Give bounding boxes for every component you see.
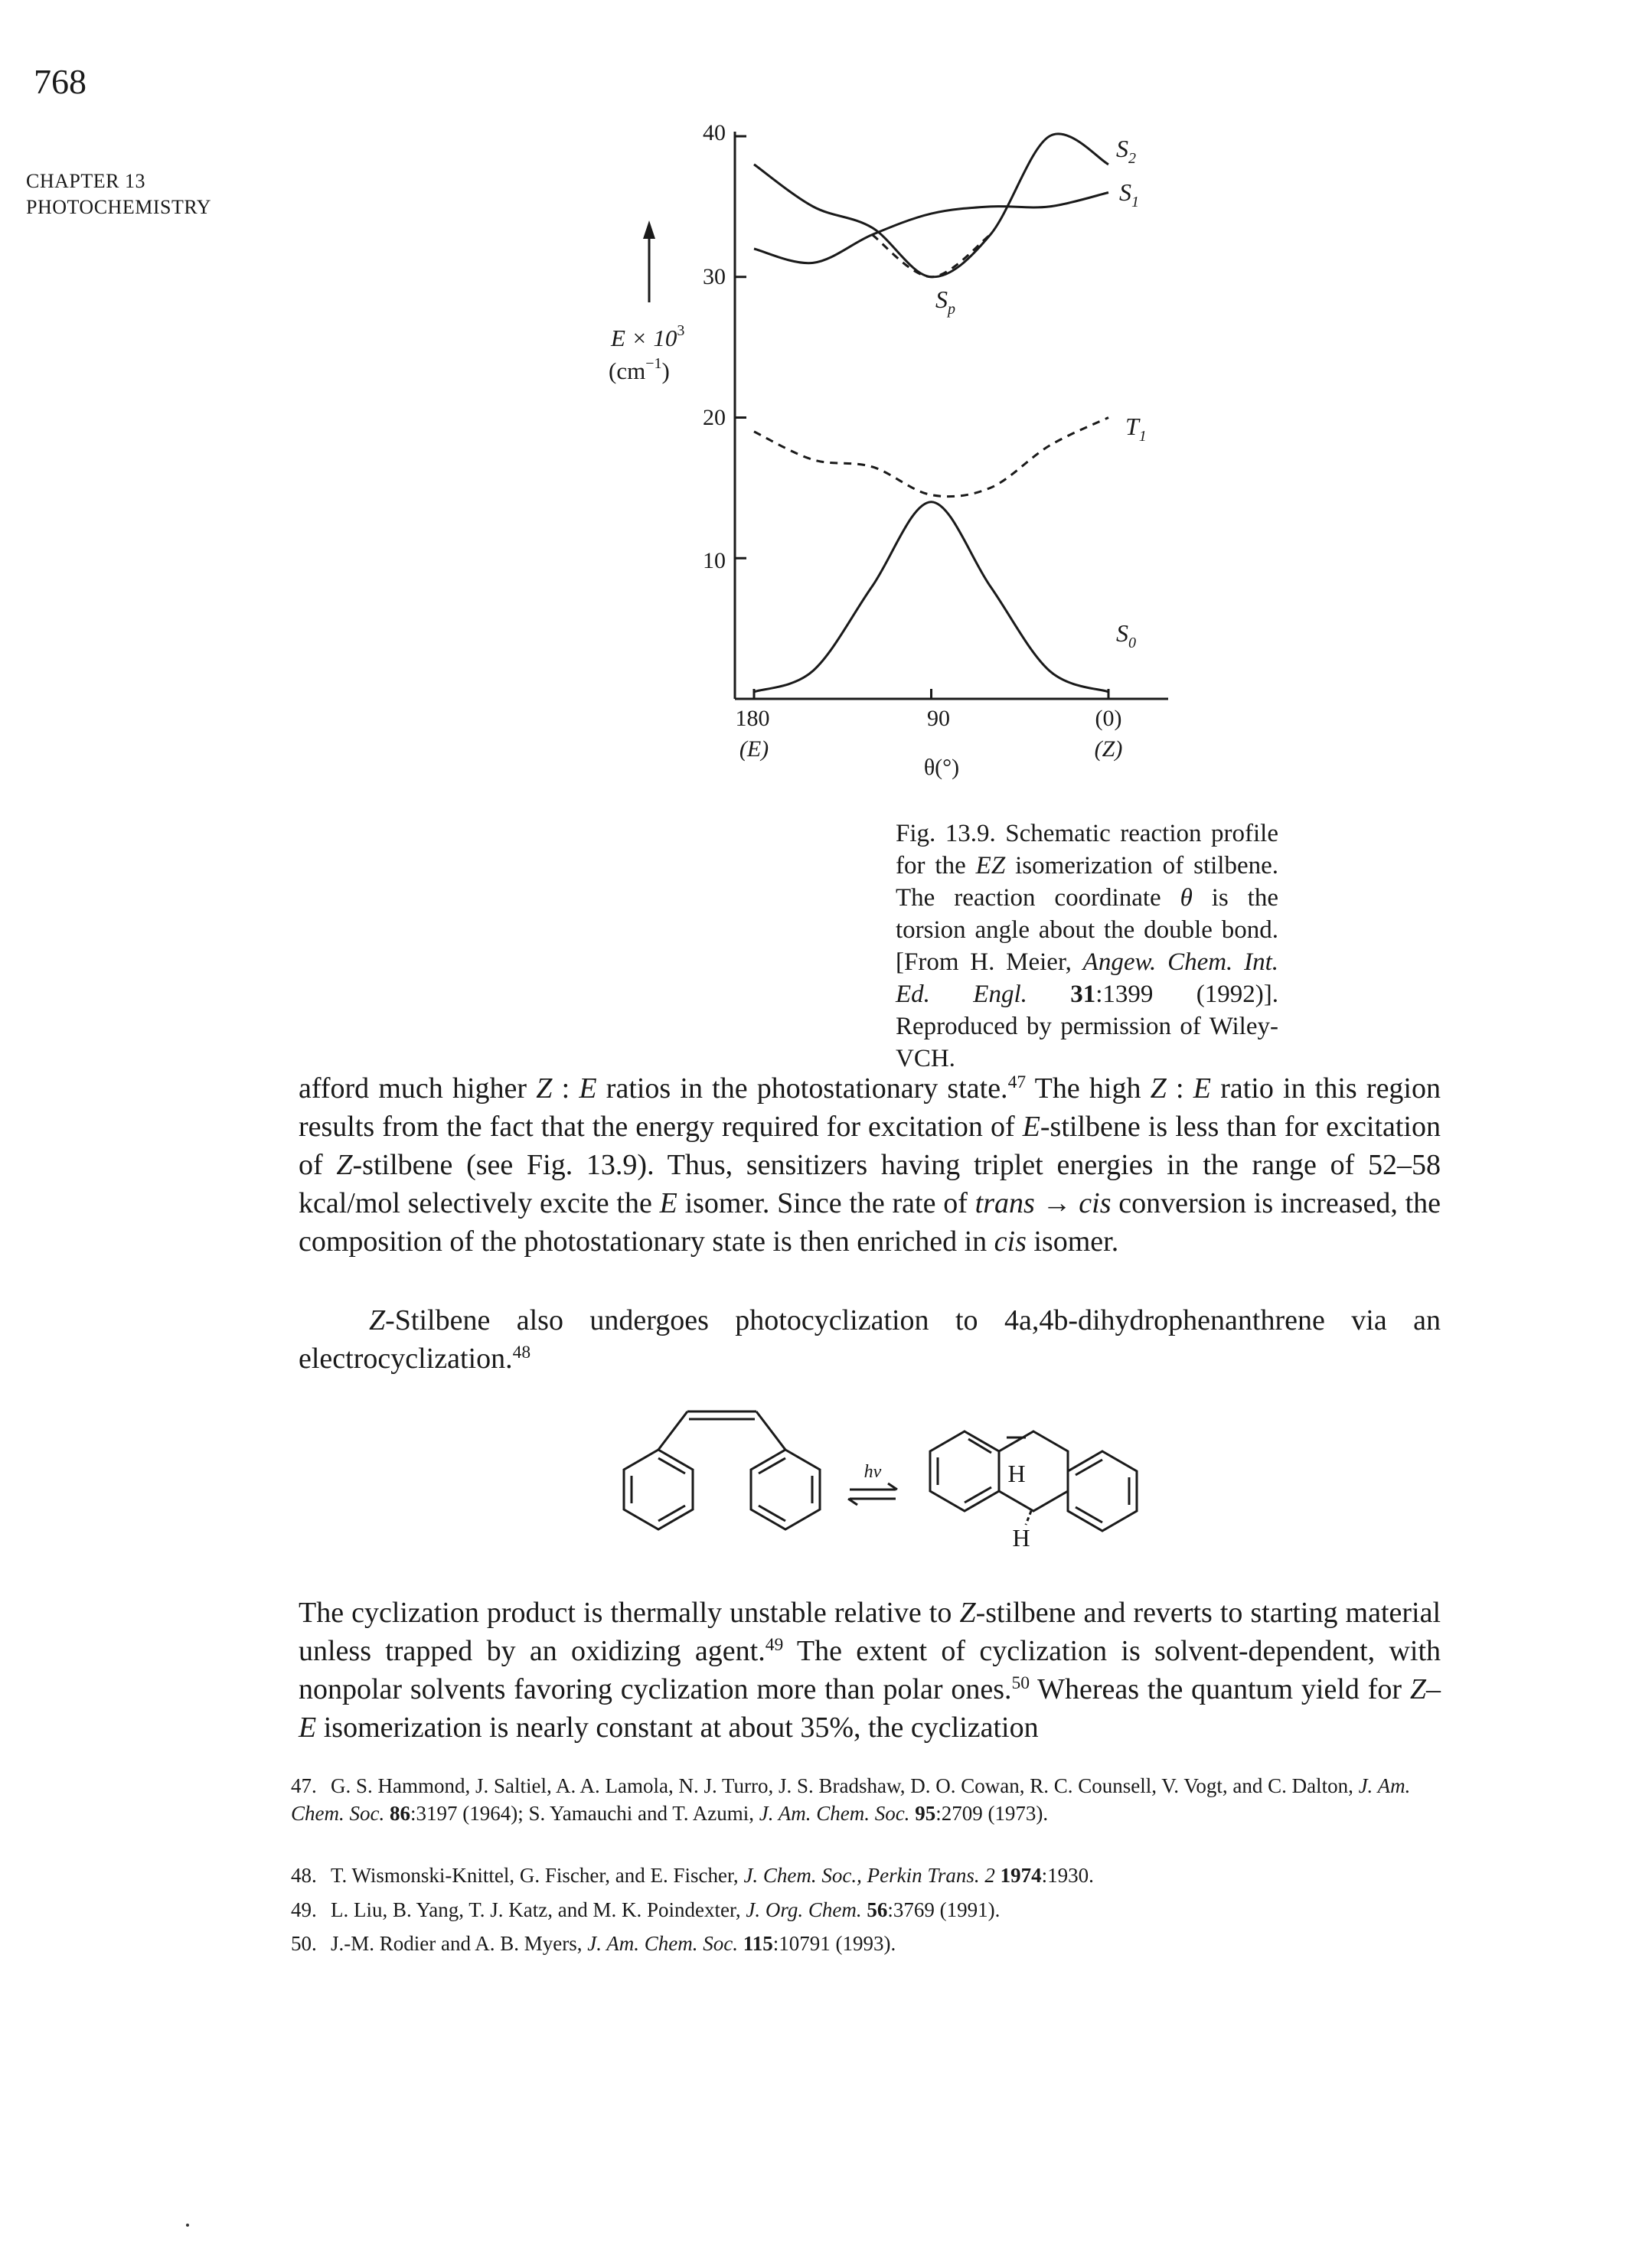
curve-label-sp: Sp [935,286,955,318]
series-sp-curve [871,233,991,279]
photocyclization-scheme: hν H H [622,1410,1138,1552]
y-tick-label-10: 10 [703,548,726,573]
phenyl-ring-left [622,1448,694,1531]
series-s1-curve [753,191,1109,265]
ref-50: 50 [1011,1673,1030,1694]
y-tick-label-20: 20 [703,405,726,430]
y-tick-label-30: 30 [703,264,726,289]
ref-49: 49 [765,1635,784,1656]
series-s0-curve [753,501,1109,693]
energy-profile-chart: 40 30 20 10 E × 103 (cm−1) 180 90 (0) (E… [609,120,1168,780]
footnote-49: 49.L. Liu, B. Yang, T. J. Katz, and M. K… [291,1898,1001,1921]
ring-left [929,1430,1001,1513]
footnote-48: 48.T. Wismonski-Knittel, G. Fischer, and… [291,1864,1094,1887]
running-head-chapter: CHAPTER 13 [26,170,145,192]
curve-label-s0: S0 [1116,619,1136,651]
curve-label-s1: S1 [1119,178,1139,210]
body-paragraph-3: The cyclization product is thermally uns… [299,1597,1441,1744]
ref-47: 47 [1007,1072,1027,1093]
hydrogen-label-bottom: H [1012,1524,1030,1552]
series-t1-curve [753,416,1109,498]
x-tick-sub-z: (Z) [1095,736,1123,762]
energy-arrow-head [643,220,655,239]
phenyl-ring-right [749,1448,821,1531]
body-paragraph-2: Z-Stilbene also undergoes photocyclizati… [299,1304,1441,1375]
hv-label: hν [864,1462,882,1482]
vinyl-bond-left [657,1411,689,1451]
x-axis-label: θ(°) [924,755,959,780]
equilibrium-arrows [847,1482,898,1506]
page-number: 768 [34,62,87,101]
figure-caption: Fig. 13.9. Schematic reaction profile fo… [896,820,1279,1072]
body-paragraph-1: afford much higher Z : E ratios in the p… [299,1072,1441,1258]
ring-middle [997,1430,1069,1513]
dihydrophenanthrene-structure [929,1430,1138,1532]
curve-label-s2: S2 [1116,135,1136,167]
ring-right [1066,1450,1138,1532]
running-head-title: PHOTOCHEMISTRY [26,196,212,218]
x-tick-label-0: (0) [1095,706,1122,731]
x-tick-sub-e: (E) [739,736,769,762]
y-axis-label-line2: (cm−1) [609,355,670,384]
stilbene-structure [622,1410,821,1531]
footnote-50: 50.J.-M. Rodier and A. B. Myers, J. Am. … [291,1932,896,1955]
y-tick-label-40: 40 [703,120,726,145]
ref-48: 48 [512,1343,531,1363]
series-s2-curve [753,132,1109,279]
scan-speck [186,2224,189,2227]
running-head: CHAPTER 13 PHOTOCHEMISTRY [26,168,211,220]
x-tick-label-180: 180 [736,706,770,731]
curve-label-t1: T1 [1125,413,1147,445]
x-tick-label-90: 90 [927,706,950,731]
y-axis-label-line1: E × 103 [610,322,684,351]
vinyl-bond-right [755,1411,787,1451]
hydrogen-label-top: H [1007,1460,1025,1487]
footnote-47: 47.G. S. Hammond, J. Saltiel, A. A. Lamo… [291,1774,1411,1825]
